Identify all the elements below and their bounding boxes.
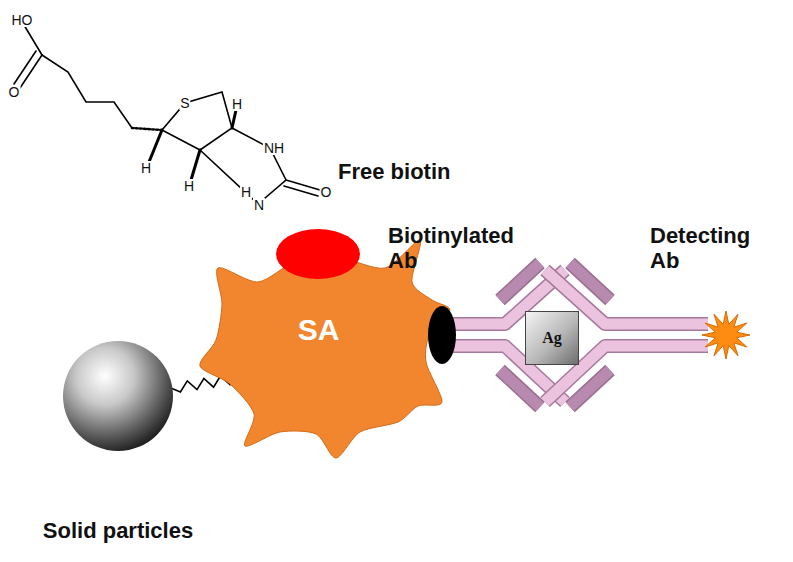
- atom-label: NH: [263, 141, 285, 155]
- protein-label: SA: [298, 313, 340, 347]
- atom-label: H: [140, 161, 152, 175]
- bond: [24, 25, 42, 55]
- atom-label: H: [183, 179, 195, 193]
- occupied-binding-site: [428, 306, 456, 364]
- atom-label: S: [179, 96, 190, 110]
- bond: [14, 51, 36, 84]
- biotin-structure: [14, 25, 320, 204]
- atom-label: N: [253, 198, 265, 212]
- bond: [132, 128, 162, 130]
- bond: [149, 130, 162, 162]
- biotinylated-antibody: [452, 263, 565, 407]
- ring: [162, 92, 232, 150]
- label-star: [702, 311, 750, 359]
- ring: [200, 128, 286, 204]
- bond: [232, 110, 236, 128]
- antibody-label: Biotinylated Ab: [388, 224, 538, 273]
- atom-label: H: [231, 97, 243, 111]
- atom-label: HO: [11, 13, 34, 27]
- antibody-label: Detecting Ab: [650, 224, 760, 273]
- bond-chain: [42, 55, 132, 128]
- antigen-box: Ag: [525, 311, 579, 365]
- particle-label: Solid particles: [43, 518, 193, 544]
- atom-label: H: [240, 185, 252, 199]
- structure-caption: Free biotin: [338, 160, 498, 185]
- sphere: [63, 341, 173, 451]
- bond: [284, 186, 318, 196]
- atom-label: O: [320, 185, 333, 199]
- antigen-label: Ag: [542, 329, 562, 347]
- atom-label: O: [8, 85, 21, 99]
- sphere-outline: [62, 340, 174, 452]
- bond: [191, 150, 200, 180]
- biotin-binding-site: [276, 229, 360, 279]
- bond: [20, 55, 42, 88]
- solid-particle: Solid particles: [62, 340, 174, 452]
